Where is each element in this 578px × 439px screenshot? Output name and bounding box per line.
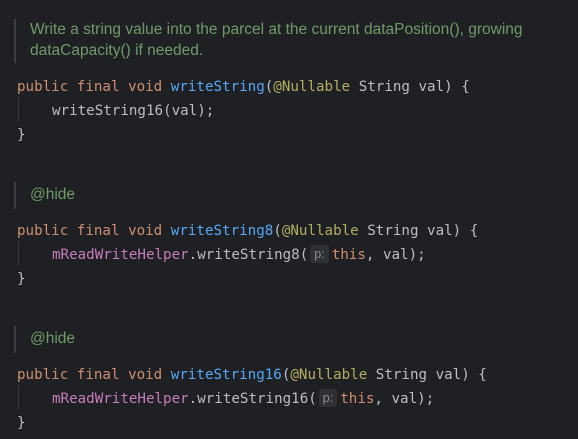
params-rest: String val) { bbox=[367, 367, 487, 383]
doc-hide-tag: @hide bbox=[30, 330, 76, 347]
annotation-nullable[interactable]: @Nullable bbox=[290, 367, 368, 383]
keyword-final: final bbox=[76, 223, 120, 239]
doc-hide-tag: @hide bbox=[30, 186, 76, 203]
method-name[interactable]: writeString bbox=[170, 79, 265, 95]
paren-open: ( bbox=[281, 367, 291, 383]
parameter-hint: p: bbox=[310, 245, 329, 263]
closing-brace: } bbox=[17, 127, 26, 143]
closing-brace: } bbox=[17, 415, 26, 431]
annotation-nullable[interactable]: @Nullable bbox=[273, 79, 351, 95]
keyword-this: this bbox=[340, 391, 375, 407]
method-body-line[interactable]: mReadWriteHelper.writeString16(p:this, v… bbox=[52, 389, 434, 409]
params-rest: String val) { bbox=[358, 223, 479, 239]
javadoc-comment: @hide bbox=[14, 182, 578, 209]
params-rest: String val) { bbox=[350, 79, 470, 95]
javadoc-comment: @hide bbox=[14, 326, 578, 353]
annotation-nullable[interactable]: @Nullable bbox=[281, 223, 359, 239]
method-name[interactable]: writeString8 bbox=[170, 223, 274, 239]
keyword-void: void bbox=[128, 79, 163, 95]
keyword-void: void bbox=[128, 367, 163, 383]
call-name[interactable]: .writeString8( bbox=[188, 247, 309, 263]
field-mReadWriteHelper[interactable]: mReadWriteHelper bbox=[52, 247, 189, 263]
method-signature-writeString8[interactable]: public final void writeString8(@Nullable… bbox=[17, 221, 478, 241]
javadoc-comment: Write a string value into the parcel at … bbox=[14, 19, 578, 63]
keyword-public: public bbox=[17, 223, 69, 239]
closing-brace: } bbox=[17, 271, 26, 287]
keyword-this: this bbox=[331, 247, 366, 263]
keyword-public: public bbox=[17, 367, 69, 383]
keyword-void: void bbox=[128, 223, 163, 239]
call-args: , val); bbox=[374, 391, 435, 407]
keyword-final: final bbox=[76, 79, 120, 95]
method-body-line[interactable]: writeString16(val); bbox=[52, 101, 214, 121]
paren-open: ( bbox=[273, 223, 282, 239]
method-signature-writeString[interactable]: public final void writeString(@Nullable … bbox=[17, 77, 470, 97]
call-name[interactable]: writeString16 bbox=[52, 103, 164, 119]
doc-text: Write a string value into the parcel at … bbox=[30, 21, 523, 59]
call-name[interactable]: .writeString16( bbox=[188, 391, 317, 407]
keyword-public: public bbox=[17, 79, 69, 95]
method-name[interactable]: writeString16 bbox=[170, 367, 282, 383]
method-body-line[interactable]: mReadWriteHelper.writeString8(p:this, va… bbox=[52, 245, 426, 265]
call-args: (val); bbox=[163, 103, 215, 119]
indent-guide bbox=[18, 97, 19, 121]
indent-guide bbox=[18, 241, 19, 265]
indent-guide bbox=[18, 385, 19, 409]
field-mReadWriteHelper[interactable]: mReadWriteHelper bbox=[52, 391, 189, 407]
method-signature-writeString16[interactable]: public final void writeString16(@Nullabl… bbox=[17, 365, 487, 385]
keyword-final: final bbox=[76, 367, 120, 383]
paren-open: ( bbox=[264, 79, 274, 95]
call-args: , val); bbox=[365, 247, 426, 263]
parameter-hint: p: bbox=[318, 389, 338, 407]
